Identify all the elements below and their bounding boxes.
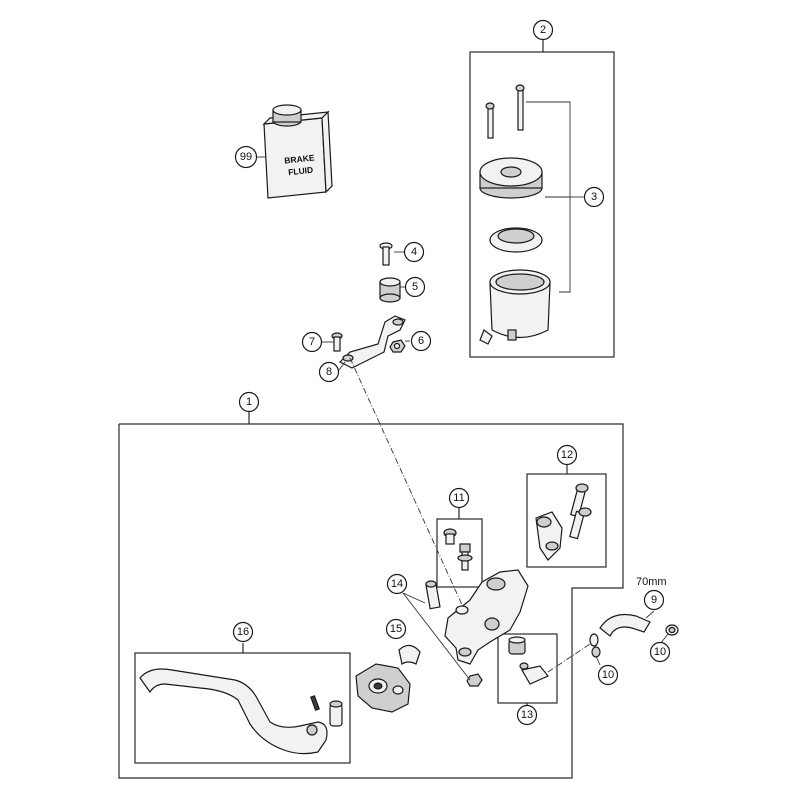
part-14-pin <box>425 580 483 687</box>
callout-8: 8 <box>318 361 340 383</box>
callout-2: 2 <box>532 19 554 41</box>
callout-7: 7 <box>301 331 323 353</box>
callout-13-text: 13 <box>521 709 533 721</box>
leader-10a <box>595 655 601 666</box>
lever-adjuster-block <box>355 663 411 713</box>
callout-1: 1 <box>238 391 260 413</box>
callout-11: 11 <box>448 487 470 509</box>
callout-5: 5 <box>404 276 426 298</box>
reservoir-screws <box>485 84 525 139</box>
callout-3-text: 3 <box>591 191 597 203</box>
callout-10b: 10 <box>649 641 671 663</box>
callout-99-text: 99 <box>240 151 252 163</box>
callout-6: 6 <box>410 330 432 352</box>
part-16-lever <box>139 668 343 755</box>
callout-99: 99 <box>234 145 258 169</box>
group-2-frame <box>469 51 615 358</box>
callout-1-text: 1 <box>246 396 252 408</box>
callout-16: 16 <box>232 621 254 643</box>
leader-14 <box>402 592 426 604</box>
master-cylinder-body <box>444 569 529 665</box>
callout-9-text: 9 <box>651 594 657 606</box>
callout-13: 13 <box>516 704 538 726</box>
callout-14: 14 <box>386 573 408 595</box>
part-15-boot <box>398 644 421 665</box>
part-10-clamp-a <box>589 633 601 658</box>
callout-12: 12 <box>556 444 578 466</box>
callout-8-text: 8 <box>326 366 332 378</box>
part-7-bolt <box>331 332 343 352</box>
callout-5-text: 5 <box>412 281 418 293</box>
callout-15: 15 <box>385 618 407 640</box>
callout-14-text: 14 <box>391 578 403 590</box>
callout-3: 3 <box>583 186 605 208</box>
callout-9: 9 <box>643 589 665 611</box>
callout-4-text: 4 <box>411 246 417 258</box>
part-13-fitting <box>508 636 549 685</box>
callout-10a: 10 <box>597 664 619 686</box>
hose-assembly-line <box>547 643 591 673</box>
reservoir-membrane <box>489 227 543 253</box>
callout-11-text: 11 <box>453 492 464 504</box>
callout-15-text: 15 <box>390 623 402 635</box>
callout-12-text: 12 <box>561 449 573 461</box>
callout-4: 4 <box>403 241 425 263</box>
part-10-clamp-b <box>665 624 679 636</box>
callout-10a-text: 10 <box>602 669 614 681</box>
group-1-frame <box>118 423 624 779</box>
brake-fluid-bottle: BRAKE FLUID <box>262 104 333 199</box>
callout-7-text: 7 <box>309 336 315 348</box>
callout-2-text: 2 <box>540 24 546 36</box>
assembly-axis-line <box>349 357 479 641</box>
part-12-clamp <box>535 483 592 561</box>
part-9-hose <box>599 613 651 637</box>
callout-10b-text: 10 <box>654 646 666 658</box>
callout-6-text: 6 <box>418 335 424 347</box>
reservoir-body <box>479 269 551 345</box>
bottle-label-line2: FLUID <box>288 165 314 178</box>
part-11-bleeder <box>443 528 473 571</box>
hose-length-label: 70mm <box>636 576 667 588</box>
leader-9 <box>645 610 655 619</box>
bottle-label-line1: BRAKE <box>284 152 315 165</box>
callout-16-text: 16 <box>237 626 249 638</box>
part-4-screw <box>379 242 393 266</box>
leader-14b <box>402 592 471 681</box>
reservoir-cap <box>479 157 543 199</box>
leader-8 <box>338 361 346 371</box>
part-5-grommet <box>379 277 401 303</box>
part-6-nut <box>389 339 406 353</box>
group-11-frame <box>436 518 483 588</box>
